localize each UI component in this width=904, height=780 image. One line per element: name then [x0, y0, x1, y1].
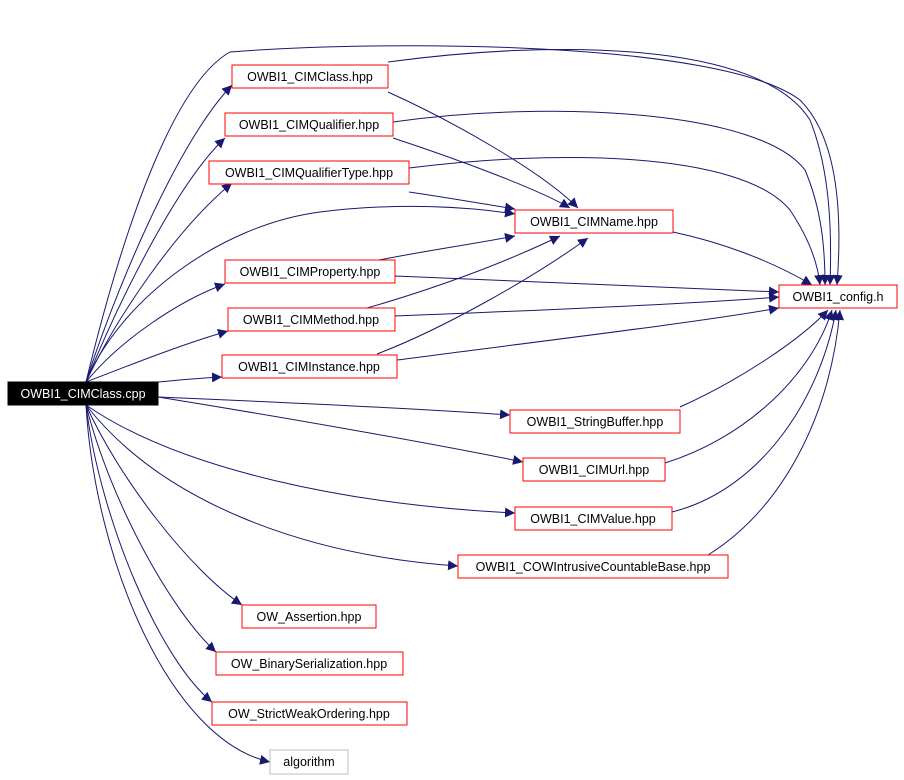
edge-root-to-algorithm — [85, 404, 271, 765]
node-label: OWBI1_StringBuffer.hpp — [527, 415, 664, 429]
edge-ciminstance-to-cimname — [376, 237, 589, 355]
edge-cimqualifiertype-to-config — [408, 157, 824, 286]
node-label: OWBI1_CIMQualifier.hpp — [239, 118, 379, 132]
edge-cimqualifier-to-cimname — [392, 137, 571, 209]
node-label: OWBI1_CIMInstance.hpp — [238, 360, 380, 374]
node-owbi1-cimvalue-hpp[interactable]: OWBI1_CIMValue.hpp — [514, 506, 673, 531]
node-ow-assertion-hpp[interactable]: OW_Assertion.hpp — [241, 604, 377, 629]
node-ow-strictweakordering-hpp[interactable]: OW_StrictWeakOrdering.hpp — [211, 701, 408, 726]
edge-cow-to-config — [707, 309, 845, 556]
node-label: OW_StrictWeakOrdering.hpp — [228, 707, 390, 721]
node-algorithm: algorithm — [269, 749, 349, 775]
edge-root-to-cimmethod — [85, 329, 229, 383]
node-owbi1-config-h[interactable]: OWBI1_config.h — [778, 284, 898, 309]
edge-root-to-assertion — [85, 404, 243, 606]
edge-cimvalue-to-config — [671, 309, 840, 513]
node-label: OWBI1_CIMClass.hpp — [247, 70, 373, 84]
node-label: OWBI1_CIMValue.hpp — [530, 512, 656, 526]
edge-root-to-cow — [85, 404, 459, 571]
node-label: OWBI1_CIMQualifierType.hpp — [225, 166, 393, 180]
edge-cimqualifier-to-config — [392, 110, 830, 286]
edge-root-to-cimqualifier — [85, 137, 226, 383]
node-ow-binaryserialization-hpp[interactable]: OW_BinarySerialization.hpp — [215, 651, 404, 676]
node-label: OWBI1_CIMClass.cpp — [20, 387, 145, 401]
edge-stringbuffer-to-config — [679, 309, 829, 408]
node-owbi1-cimname-hpp[interactable]: OWBI1_CIMName.hpp — [514, 209, 674, 234]
edge-ciminstance-to-config — [396, 304, 780, 361]
node-owbi1-cimclass-cpp[interactable]: OWBI1_CIMClass.cpp — [7, 381, 159, 406]
node-label: OWBI1_CIMUrl.hpp — [539, 463, 649, 477]
node-label: OW_BinarySerialization.hpp — [231, 657, 387, 671]
edge-root-to-cimvalue — [85, 404, 516, 518]
node-label: OWBI1_CIMProperty.hpp — [240, 265, 381, 279]
nodes-layer: OWBI1_CIMClass.cpp OWBI1_CIMClass.hpp OW… — [7, 64, 898, 775]
edge-root-to-cimproperty — [85, 282, 226, 383]
node-owbi1-cowintrusivecountablebase-hpp[interactable]: OWBI1_COWIntrusiveCountableBase.hpp — [457, 554, 729, 579]
node-owbi1-ciminstance-hpp[interactable]: OWBI1_CIMInstance.hpp — [221, 354, 398, 379]
node-owbi1-cimmethod-hpp[interactable]: OWBI1_CIMMethod.hpp — [227, 307, 396, 332]
edge-root-to-ciminstance — [157, 372, 223, 383]
edge-cimmethod-to-config — [394, 292, 780, 317]
edges-layer — [85, 45, 845, 765]
node-owbi1-cimclass-hpp[interactable]: OWBI1_CIMClass.hpp — [231, 64, 389, 89]
node-owbi1-cimqualifier-hpp[interactable]: OWBI1_CIMQualifier.hpp — [224, 112, 394, 137]
node-label: OWBI1_COWIntrusiveCountableBase.hpp — [476, 560, 711, 574]
edge-cimproperty-to-cimname — [378, 233, 516, 261]
edge-cimmethod-to-cimname — [366, 235, 561, 309]
node-label: OWBI1_config.h — [792, 290, 883, 304]
node-label: OW_Assertion.hpp — [257, 610, 362, 624]
edge-root-to-cimurl — [157, 396, 524, 465]
node-label: OWBI1_CIMName.hpp — [530, 215, 658, 229]
edge-root-to-strictweak — [85, 404, 213, 703]
node-owbi1-cimurl-hpp[interactable]: OWBI1_CIMUrl.hpp — [522, 457, 666, 482]
edge-cimqualifiertype-to-cimname — [408, 191, 516, 213]
node-owbi1-stringbuffer-hpp[interactable]: OWBI1_StringBuffer.hpp — [509, 409, 681, 434]
edge-root-to-config — [85, 45, 843, 383]
edge-cimclass-hpp-to-cimname — [387, 91, 579, 209]
node-owbi1-cimqualifiertype-hpp[interactable]: OWBI1_CIMQualifierType.hpp — [208, 160, 410, 185]
edge-root-to-cimname — [85, 205, 516, 383]
edge-root-to-binary — [85, 404, 217, 653]
edge-root-to-cimqualifiertype — [85, 182, 233, 383]
edge-cimclass-hpp-to-config — [387, 49, 836, 286]
edge-root-to-stringbuffer — [157, 396, 511, 420]
edge-root-to-cimclass-hpp — [85, 84, 233, 383]
node-label: OWBI1_CIMMethod.hpp — [243, 313, 379, 327]
edge-cimname-to-config — [672, 231, 813, 286]
edge-cimurl-to-config — [664, 309, 834, 464]
node-owbi1-cimproperty-hpp[interactable]: OWBI1_CIMProperty.hpp — [224, 259, 396, 284]
node-label: algorithm — [283, 755, 334, 769]
edge-cimproperty-to-config — [394, 275, 780, 297]
